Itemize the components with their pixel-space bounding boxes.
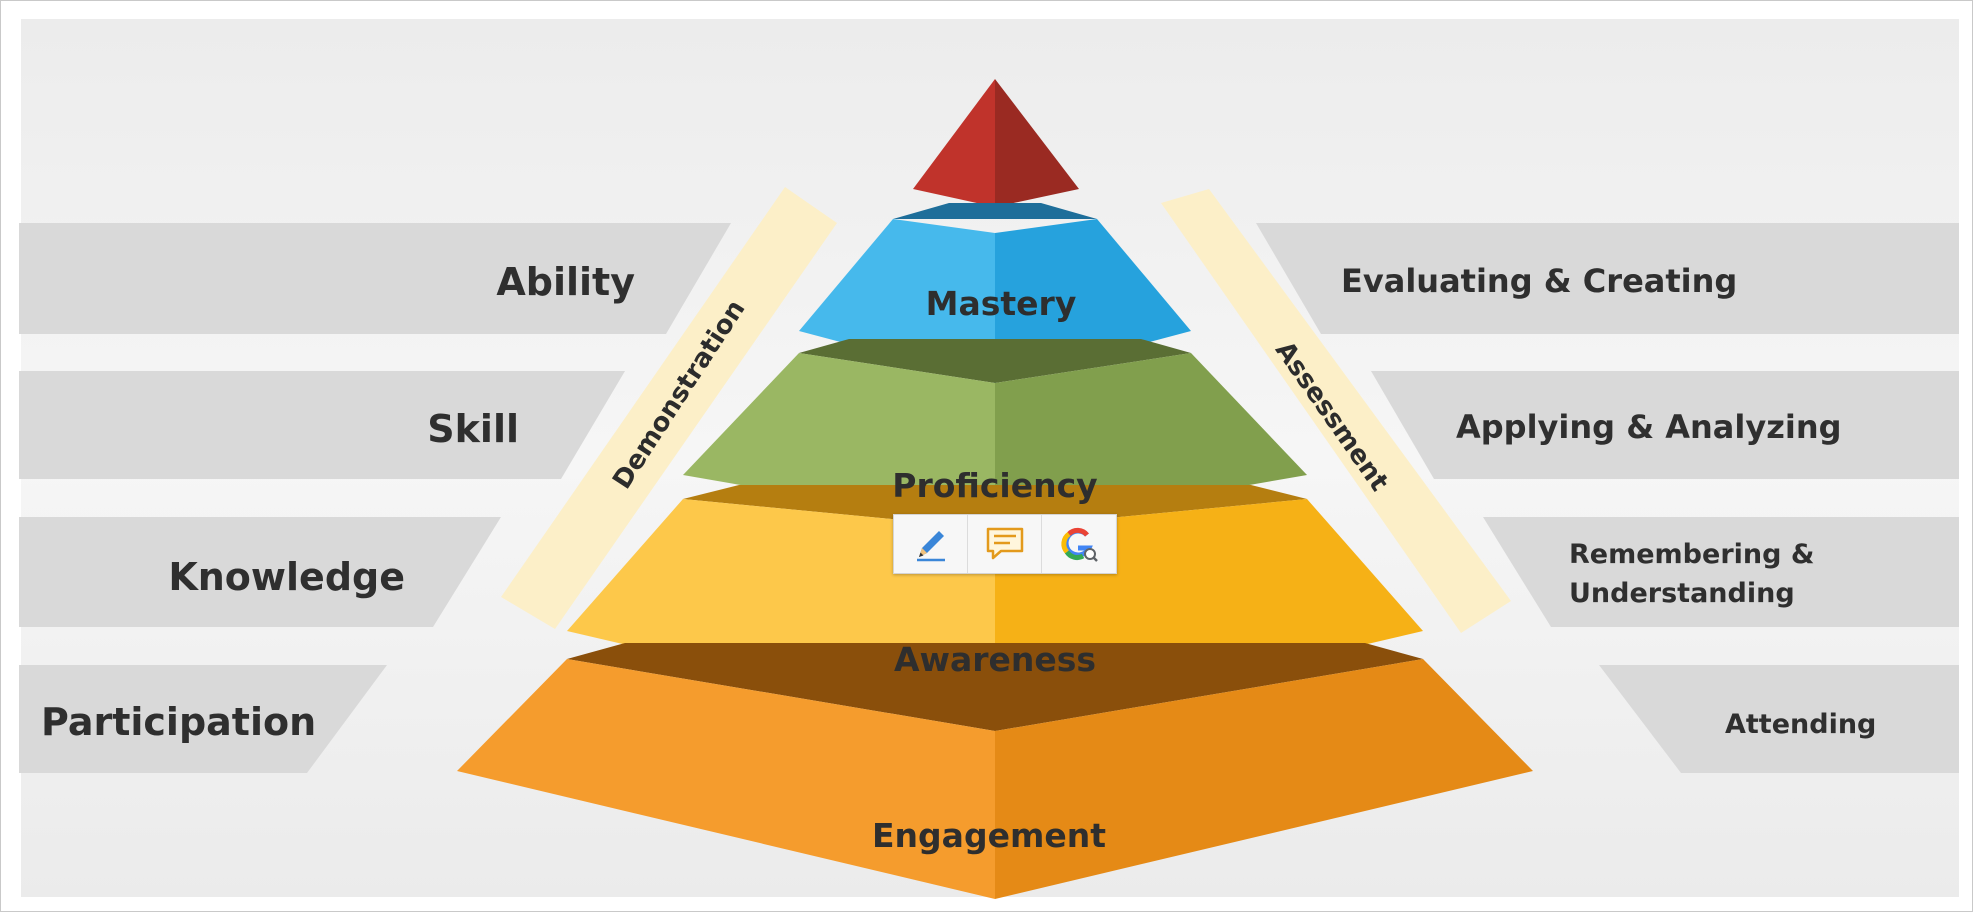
- apex-left-face: [913, 79, 995, 207]
- engagement-top: [567, 643, 1423, 731]
- label-awareness: Awareness: [894, 640, 1096, 679]
- google-lens-button[interactable]: [1042, 515, 1115, 573]
- label-proficiency: Proficiency: [892, 466, 1097, 505]
- comment-button[interactable]: [968, 515, 1042, 573]
- band-attending: [1599, 665, 1959, 773]
- apex-right-face: [995, 79, 1079, 207]
- label-engagement: Engagement: [872, 816, 1106, 855]
- pencil-button[interactable]: [894, 515, 968, 573]
- band-ability: [19, 223, 731, 334]
- demonstration-strip: [501, 187, 837, 629]
- band-participation: [19, 665, 387, 773]
- band-skill: [19, 371, 625, 479]
- label-applying-analyzing: Applying & Analyzing: [1456, 408, 1842, 446]
- engagement-right-face: [995, 659, 1533, 899]
- assessment-strip: [1161, 189, 1511, 633]
- label-participation: Participation: [41, 700, 316, 744]
- label-understanding: Understanding: [1569, 578, 1795, 609]
- mastery-top: [893, 203, 1097, 219]
- comment-icon: [986, 527, 1023, 560]
- label-evaluating-creating: Evaluating & Creating: [1341, 262, 1737, 300]
- google-lens-icon: [1060, 527, 1098, 562]
- band-remembering: [1483, 517, 1959, 627]
- band-evaluating: [1256, 223, 1959, 334]
- label-skill: Skill: [427, 407, 519, 451]
- label-remembering: Remembering &: [1569, 539, 1814, 570]
- floating-toolbar: [893, 514, 1117, 574]
- band-applying: [1371, 371, 1959, 479]
- awareness-top: [683, 485, 1307, 529]
- label-mastery: Mastery: [926, 284, 1077, 323]
- band-knowledge: [19, 517, 501, 627]
- proficiency-top: [799, 339, 1191, 383]
- label-ability: Ability: [496, 260, 635, 304]
- label-attending: Attending: [1725, 709, 1876, 740]
- label-knowledge: Knowledge: [168, 555, 405, 599]
- pencil-icon: [916, 531, 945, 562]
- engagement-left-face: [457, 659, 995, 899]
